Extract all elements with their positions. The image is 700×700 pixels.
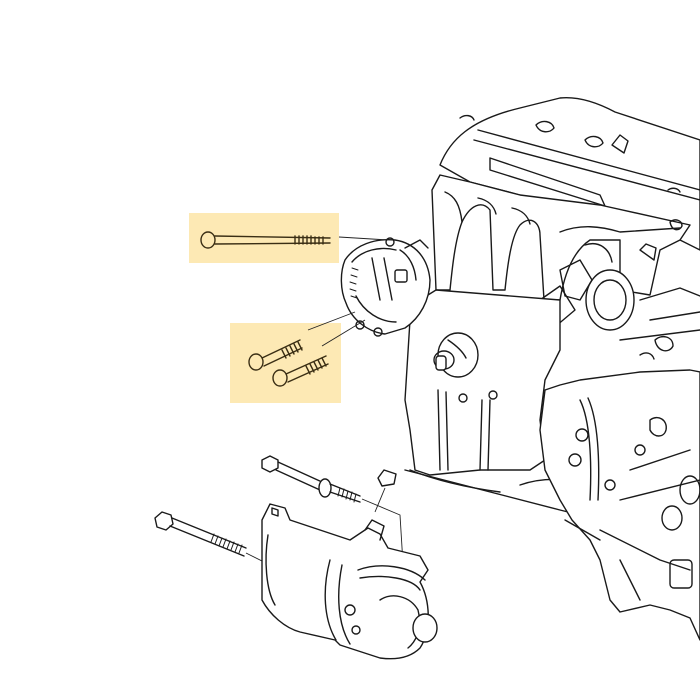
alternator [340, 237, 431, 337]
alternator-upper-bolt [200, 231, 331, 249]
alternator-lower-bolts [248, 339, 329, 387]
leader-lines [307, 236, 389, 347]
starter-motor [261, 503, 438, 660]
starter-connector-nut [374, 469, 397, 513]
transmission-housing [539, 329, 700, 641]
intake-manifold [431, 174, 691, 301]
engine-block [404, 289, 581, 516]
throttle-body [539, 259, 700, 352]
cylinder-head-cover [439, 96, 700, 251]
